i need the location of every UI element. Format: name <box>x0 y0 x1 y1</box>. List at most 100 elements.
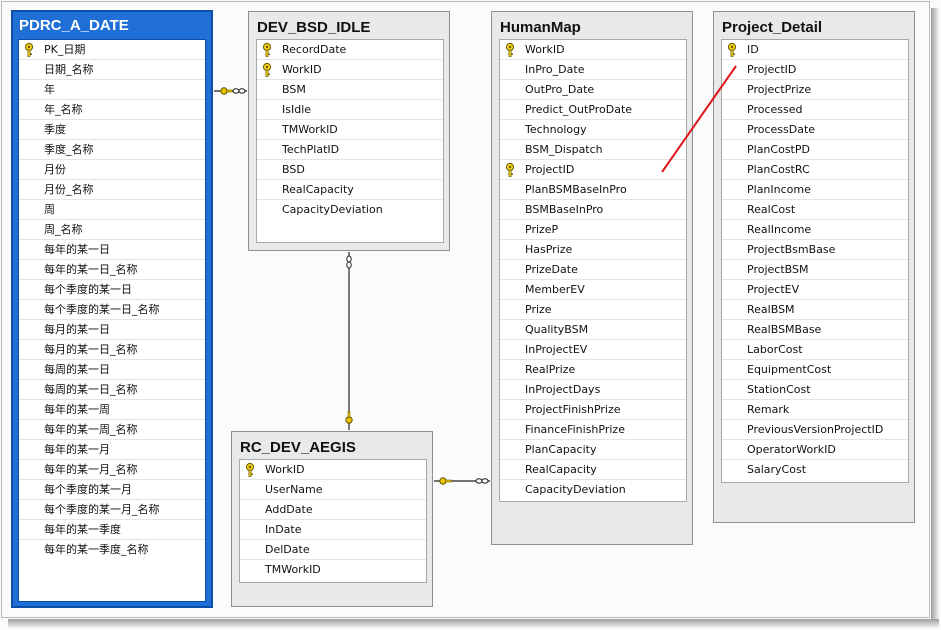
column-row[interactable]: 每年的某一周 <box>19 400 205 420</box>
column-row[interactable]: RealCost <box>722 200 908 220</box>
column-row[interactable]: 季度_名称 <box>19 140 205 160</box>
column-row[interactable]: 每个季度的某一日_名称 <box>19 300 205 320</box>
column-row[interactable]: PlanCostPD <box>722 140 908 160</box>
column-row[interactable]: 每个季度的某一日 <box>19 280 205 300</box>
column-row[interactable]: InPro_Date <box>500 60 686 80</box>
column-row[interactable]: SalaryCost <box>722 460 908 480</box>
column-name: RealIncome <box>747 223 812 236</box>
column-row[interactable]: 每年的某一日_名称 <box>19 260 205 280</box>
column-row[interactable]: RealIncome <box>722 220 908 240</box>
column-row[interactable]: RealBSM <box>722 300 908 320</box>
column-row[interactable]: ProjectID <box>500 160 686 180</box>
column-row[interactable]: RealBSMBase <box>722 320 908 340</box>
column-row[interactable]: RealCapacity <box>500 460 686 480</box>
column-row[interactable]: MemberEV <box>500 280 686 300</box>
column-row[interactable]: RealCapacity <box>257 180 443 200</box>
column-row[interactable]: 每年的某一日 <box>19 240 205 260</box>
column-row[interactable]: BSM <box>257 80 443 100</box>
column-row[interactable]: 每年的某一周_名称 <box>19 420 205 440</box>
column-name: 周 <box>44 203 55 216</box>
column-row[interactable]: BSD <box>257 160 443 180</box>
column-row[interactable]: LaborCost <box>722 340 908 360</box>
column-row[interactable]: HasPrize <box>500 240 686 260</box>
column-row[interactable]: IsIdle <box>257 100 443 120</box>
column-row[interactable]: 季度 <box>19 120 205 140</box>
column-row[interactable]: Technology <box>500 120 686 140</box>
column-row[interactable]: BSMBaseInPro <box>500 200 686 220</box>
column-row[interactable]: PlanIncome <box>722 180 908 200</box>
column-name: IsIdle <box>282 103 312 116</box>
column-row[interactable]: 周 <box>19 200 205 220</box>
column-row[interactable]: 月份_名称 <box>19 180 205 200</box>
column-row[interactable]: CapacityDeviation <box>257 200 443 220</box>
column-row[interactable]: FinanceFinishPrize <box>500 420 686 440</box>
column-row[interactable]: ProcessDate <box>722 120 908 140</box>
column-row[interactable]: WorkID <box>257 60 443 80</box>
column-row[interactable]: 每年的某一月 <box>19 440 205 460</box>
table-pdrc-a-date[interactable]: PDRC_A_DATE PK_日期日期_名称年年_名称季度季度_名称月份月份_名… <box>11 10 213 608</box>
column-row[interactable]: 年_名称 <box>19 100 205 120</box>
column-row[interactable]: DelDate <box>240 540 426 560</box>
column-row[interactable]: 每周的某一日 <box>19 360 205 380</box>
column-row[interactable]: InDate <box>240 520 426 540</box>
column-row[interactable]: ProjectBSM <box>722 260 908 280</box>
column-row[interactable]: ProjectPrize <box>722 80 908 100</box>
column-row[interactable]: ProjectBsmBase <box>722 240 908 260</box>
column-row[interactable]: 每年的某一月_名称 <box>19 460 205 480</box>
column-row[interactable]: TMWorkID <box>240 560 426 580</box>
column-row[interactable]: StationCost <box>722 380 908 400</box>
column-row[interactable]: PrizeP <box>500 220 686 240</box>
column-row[interactable]: 每年的某一季度 <box>19 520 205 540</box>
column-row[interactable]: AddDate <box>240 500 426 520</box>
column-row[interactable]: OperatorWorkID <box>722 440 908 460</box>
column-row[interactable]: Remark <box>722 400 908 420</box>
column-row[interactable]: Processed <box>722 100 908 120</box>
column-row[interactable]: UserName <box>240 480 426 500</box>
column-name: CapacityDeviation <box>282 203 383 216</box>
column-row[interactable]: EquipmentCost <box>722 360 908 380</box>
column-row[interactable]: RealPrize <box>500 360 686 380</box>
column-row[interactable]: 每月的某一日 <box>19 320 205 340</box>
column-name: 每年的某一日_名称 <box>44 263 138 276</box>
column-row[interactable]: 日期_名称 <box>19 60 205 80</box>
column-row[interactable]: WorkID <box>500 40 686 60</box>
column-row[interactable]: 年 <box>19 80 205 100</box>
column-row[interactable]: TechPlatID <box>257 140 443 160</box>
column-row[interactable]: ID <box>722 40 908 60</box>
column-row[interactable]: 每个季度的某一月_名称 <box>19 500 205 520</box>
column-row[interactable]: 每个季度的某一月 <box>19 480 205 500</box>
column-row[interactable]: ProjectEV <box>722 280 908 300</box>
column-row[interactable]: PreviousVersionProjectID <box>722 420 908 440</box>
column-row[interactable]: ProjectID <box>722 60 908 80</box>
column-row[interactable]: WorkID <box>240 460 426 480</box>
column-row[interactable]: Prize <box>500 300 686 320</box>
column-row[interactable]: PlanCapacity <box>500 440 686 460</box>
column-row[interactable]: PK_日期 <box>19 40 205 60</box>
column-row[interactable]: OutPro_Date <box>500 80 686 100</box>
column-row[interactable]: PlanCostRC <box>722 160 908 180</box>
column-row[interactable]: 每年的某一季度_名称 <box>19 540 205 560</box>
column-name: Processed <box>747 103 803 116</box>
column-row[interactable]: CapacityDeviation <box>500 480 686 500</box>
column-row[interactable]: QualityBSM <box>500 320 686 340</box>
column-row[interactable]: Predict_OutProDate <box>500 100 686 120</box>
column-row[interactable]: ProjectFinishPrize <box>500 400 686 420</box>
column-row[interactable]: InProjectEV <box>500 340 686 360</box>
column-name: QualityBSM <box>525 323 589 336</box>
column-row[interactable]: 每周的某一日_名称 <box>19 380 205 400</box>
column-name: Prize <box>525 303 552 316</box>
column-row[interactable]: PlanBSMBaseInPro <box>500 180 686 200</box>
column-row[interactable]: 周_名称 <box>19 220 205 240</box>
column-row[interactable]: InProjectDays <box>500 380 686 400</box>
column-row[interactable]: 月份 <box>19 160 205 180</box>
column-row[interactable]: RecordDate <box>257 40 443 60</box>
table-title: PDRC_A_DATE <box>19 17 129 34</box>
column-row[interactable]: PrizeDate <box>500 260 686 280</box>
column-row[interactable]: TMWorkID <box>257 120 443 140</box>
column-row[interactable]: 每月的某一日_名称 <box>19 340 205 360</box>
column-row[interactable]: BSM_Dispatch <box>500 140 686 160</box>
